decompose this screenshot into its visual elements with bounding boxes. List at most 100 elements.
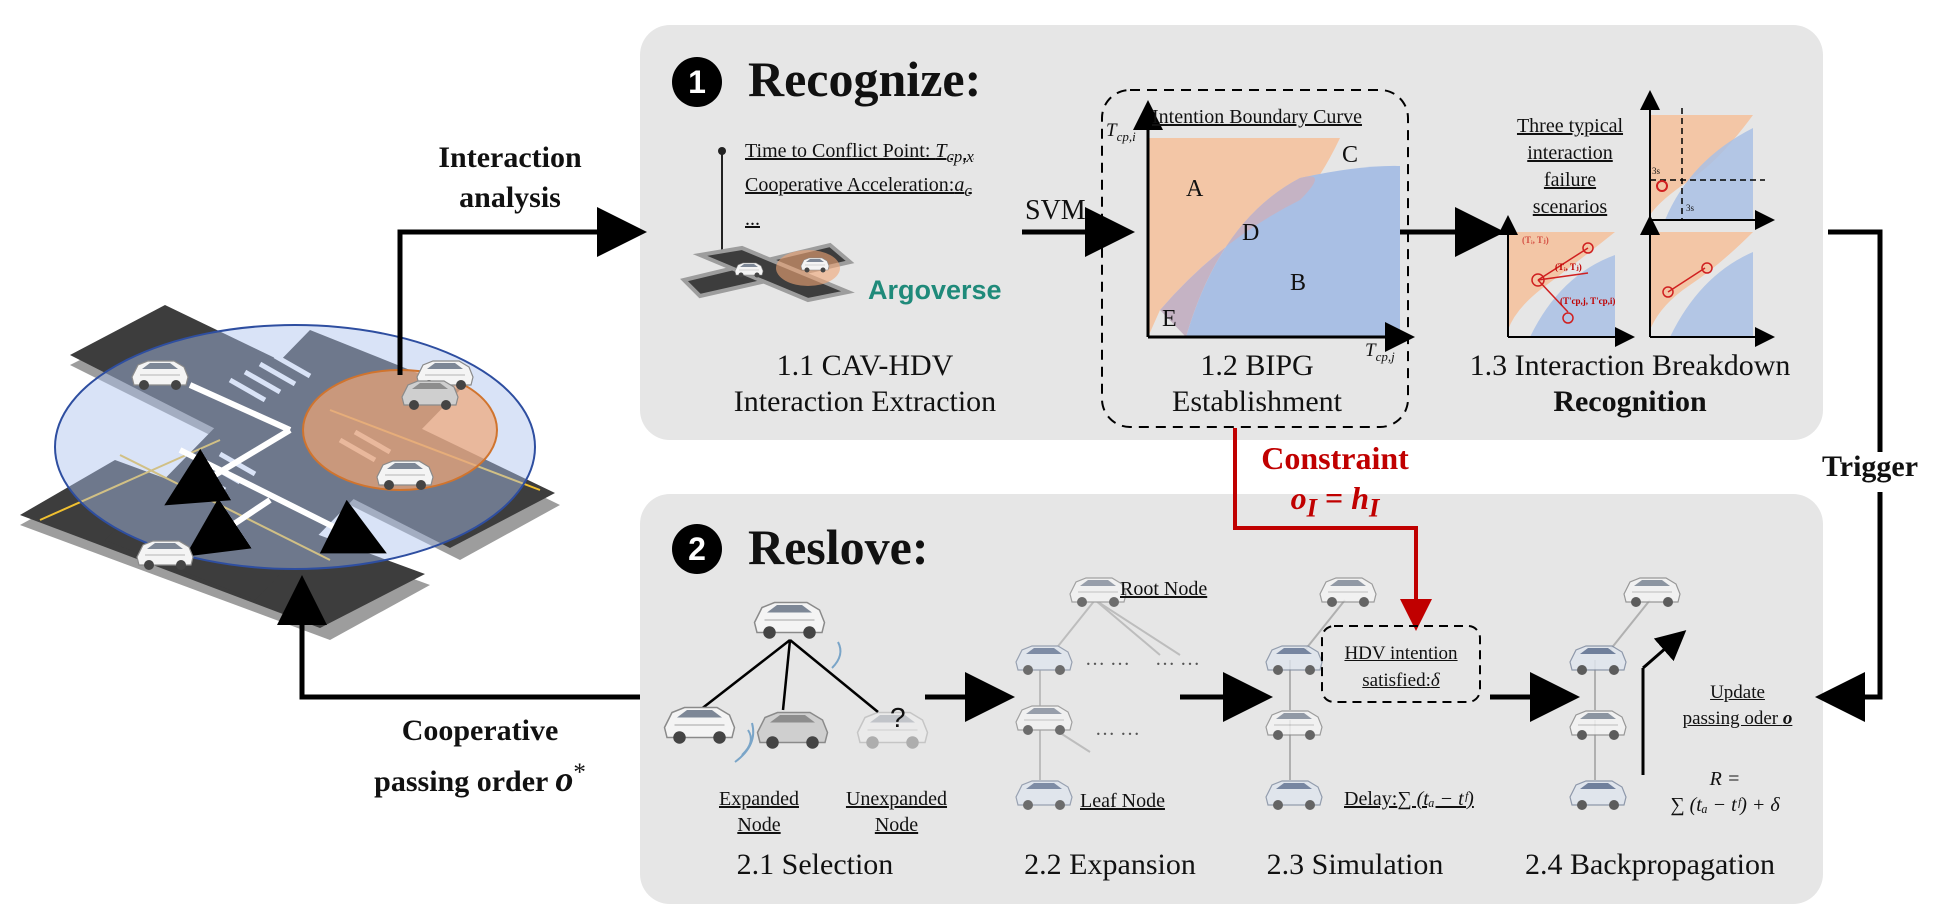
argoverse-logo: Argoverse: [868, 275, 1002, 305]
three-scenarios-label: Three typical interaction failure scenar…: [1500, 113, 1640, 221]
feature-accel-sub: c: [964, 181, 972, 200]
recognize-title: Recognize:: [748, 51, 982, 107]
region-c: C: [1342, 142, 1359, 168]
caption-1-1-line1: 1.1 CAV-HDV: [776, 349, 954, 382]
feature-ttc-text: Time to Conflict Point:: [745, 140, 936, 162]
simulation-tree: [1265, 577, 1481, 811]
caption-2-1: 2.1 Selection: [736, 848, 894, 881]
tick-3s-x: 3s: [1686, 203, 1695, 213]
selection-tree: [663, 601, 929, 763]
bipg-plot: [1101, 89, 1415, 428]
expanded-node-line1: Expanded: [719, 788, 799, 810]
expanded-node-line2: Node: [737, 814, 781, 836]
caption-2-4: 2.4 Backpropagation: [1525, 848, 1775, 881]
update-passing-order-label: Update passing oder o: [1680, 680, 1795, 732]
caption-2-3: 2.3 Simulation: [1266, 848, 1444, 881]
expansion-tree: [1015, 577, 1181, 811]
unexpanded-node-label: Unexpanded Node: [834, 786, 959, 838]
hdv-intention-line1: HDV intention: [1344, 643, 1458, 664]
caption-1-2-line2: Establishment: [1172, 385, 1342, 418]
delay-text: Delay:: [1344, 788, 1398, 810]
caption-1-3-line2: Recognition: [1553, 385, 1707, 418]
bipg-x-axis-sub: cp,j: [1375, 348, 1395, 364]
interaction-analysis-line1: Interaction: [438, 141, 582, 174]
cooperative-line2-text: passing order: [374, 765, 556, 798]
expansion-dots-3: … …: [1095, 718, 1140, 740]
hdv-intention-line2: satisfied:δ: [1322, 667, 1480, 694]
interaction-analysis-label: Interaction analysis: [415, 138, 605, 218]
unexpanded-node-line1: Unexpanded: [845, 788, 948, 810]
expansion-dots-1: … …: [1085, 648, 1130, 670]
trigger-label: Trigger: [1822, 450, 1919, 483]
step-2-badge: 2: [672, 524, 722, 574]
caption-2-2: 2.2 Expansion: [1024, 848, 1196, 881]
region-b: B: [1290, 270, 1307, 296]
reward-rhs: ∑ (tₐ − tᶠ) + δ: [1670, 794, 1780, 816]
update-o-symbol: o: [1782, 708, 1793, 729]
constraint-arrow: [1233, 428, 1432, 631]
feature-ttc-symbol: T: [935, 140, 947, 162]
constraint-text: Constraint: [1261, 440, 1409, 476]
constraint-eq-lhs: o: [1290, 480, 1307, 516]
delay-label: Delay:∑ (tₐ − tᶠ): [1344, 788, 1474, 811]
resolve-title: Reslove:: [748, 519, 929, 575]
feature-accel: Cooperative Acceleration:ac: [745, 171, 974, 205]
breakdown-plots: [1498, 90, 1775, 347]
bipg-y-axis-sub: cp,i: [1116, 128, 1136, 144]
feature-ttc: Time to Conflict Point: Tcp,x: [745, 137, 974, 171]
backprop-tree: [1569, 577, 1687, 811]
passing-order-star: *: [573, 759, 586, 786]
intention-boundary-curve-title: Intention Boundary Curve: [1152, 106, 1362, 128]
caption-1-1: 1.1 CAV-HDV Interaction Extraction: [695, 348, 1035, 420]
tick-3s-y: 3s: [1652, 166, 1661, 176]
passing-order-symbol: o: [555, 759, 574, 799]
delay-formula: ∑ (tₐ − tᶠ): [1397, 788, 1474, 810]
breakdown-plot-top: [1640, 90, 1775, 230]
annotation-1: (Tᵢ, Tⱼ): [1522, 235, 1549, 245]
feature-accel-text: Cooperative Acceleration:: [745, 174, 955, 196]
annotation-2: (Tᵢ, Tⱼ): [1555, 262, 1582, 272]
constraint-label: Constraint oI = hI: [1240, 438, 1430, 527]
breakdown-plot-left: [1498, 215, 1635, 347]
caption-1-1-line2: Interaction Extraction: [733, 385, 997, 418]
feature-accel-symbol: a: [954, 174, 965, 196]
unexpanded-question-mark: ?: [890, 702, 906, 733]
scenarios-line3: failure: [1543, 169, 1597, 191]
scenarios-line2: interaction: [1527, 142, 1613, 164]
svm-label: SVM: [1025, 195, 1086, 226]
caption-1-3-line1: 1.3 Interaction Breakdown: [1469, 349, 1791, 382]
update-line2: passing oder o: [1680, 706, 1795, 732]
constraint-equation: oI = hI: [1240, 478, 1430, 527]
caption-1-3: 1.3 Interaction Breakdown Recognition: [1450, 348, 1810, 420]
constraint-eq-lhs-sub: I: [1306, 492, 1317, 523]
feature-ttc-sub: cp,x: [946, 147, 974, 166]
bipg-x-axis-symbol: T: [1365, 340, 1376, 361]
constraint-eq-mid: =: [1316, 480, 1352, 516]
flow-arrows: [277, 207, 1883, 722]
bipg-y-axis-symbol: T: [1106, 120, 1117, 141]
cooperative-line2: passing order o*: [335, 752, 625, 803]
bipg-x-axis-label: Tcp,j: [1365, 340, 1395, 365]
caption-1-2-line1: 1.2 BIPG: [1200, 349, 1314, 382]
extraction-features: Time to Conflict Point: Tcp,x Cooperativ…: [745, 137, 974, 233]
leaf-node-label: Leaf Node: [1080, 790, 1165, 812]
cooperative-passing-order-label: Cooperative passing order o*: [335, 710, 625, 803]
reward-formula: R = ∑ (tₐ − tᶠ) + δ: [1640, 766, 1810, 818]
root-node-label: Root Node: [1120, 578, 1208, 600]
unexpanded-node-line2: Node: [874, 814, 919, 836]
expansion-dots-2: … …: [1155, 648, 1200, 670]
reward-lhs: R =: [1709, 768, 1741, 790]
region-d: D: [1242, 220, 1260, 246]
hdv-intention-line2-text: satisfied:: [1362, 670, 1431, 691]
hdv-delta: δ: [1430, 670, 1440, 691]
scenarios-line4: scenarios: [1532, 196, 1608, 218]
expanded-node-label: Expanded Node: [704, 786, 814, 838]
bipg-y-axis-label: Tcp,i: [1106, 120, 1136, 145]
update-line1: Update: [1710, 682, 1765, 703]
constraint-eq-rhs: h: [1351, 480, 1370, 516]
region-a: A: [1186, 176, 1204, 202]
intersection-illustration: [20, 305, 560, 640]
constraint-eq-rhs-sub: I: [1369, 492, 1380, 523]
